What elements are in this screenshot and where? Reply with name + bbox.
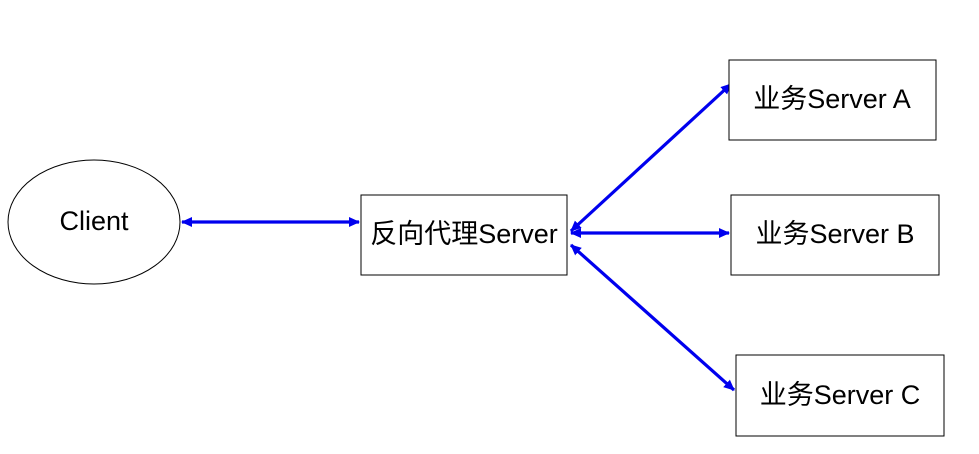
- edges-group: [181, 82, 736, 392]
- proxy-label: 反向代理Server: [370, 219, 558, 249]
- server-b-node: 业务Server B: [730, 194, 940, 276]
- server-a-label: 业务Server A: [753, 84, 911, 114]
- server-c-node: 业务Server C: [735, 354, 945, 437]
- server-b-label: 业务Server B: [755, 219, 914, 249]
- edge-proxy-server-c: [569, 243, 736, 392]
- server-b-box: [730, 194, 940, 276]
- client-ellipse: [7, 159, 181, 285]
- server-a-node: 业务Server A: [728, 59, 937, 141]
- server-a-box: [728, 59, 937, 141]
- server-c-box: [735, 354, 945, 437]
- client-label: Client: [59, 206, 129, 236]
- proxy-node: 反向代理Server: [360, 194, 568, 276]
- edge-proxy-server-a: [569, 82, 733, 233]
- proxy-box: [360, 194, 568, 276]
- server-c-label: 业务Server C: [760, 380, 921, 410]
- client-node: Client: [7, 159, 181, 285]
